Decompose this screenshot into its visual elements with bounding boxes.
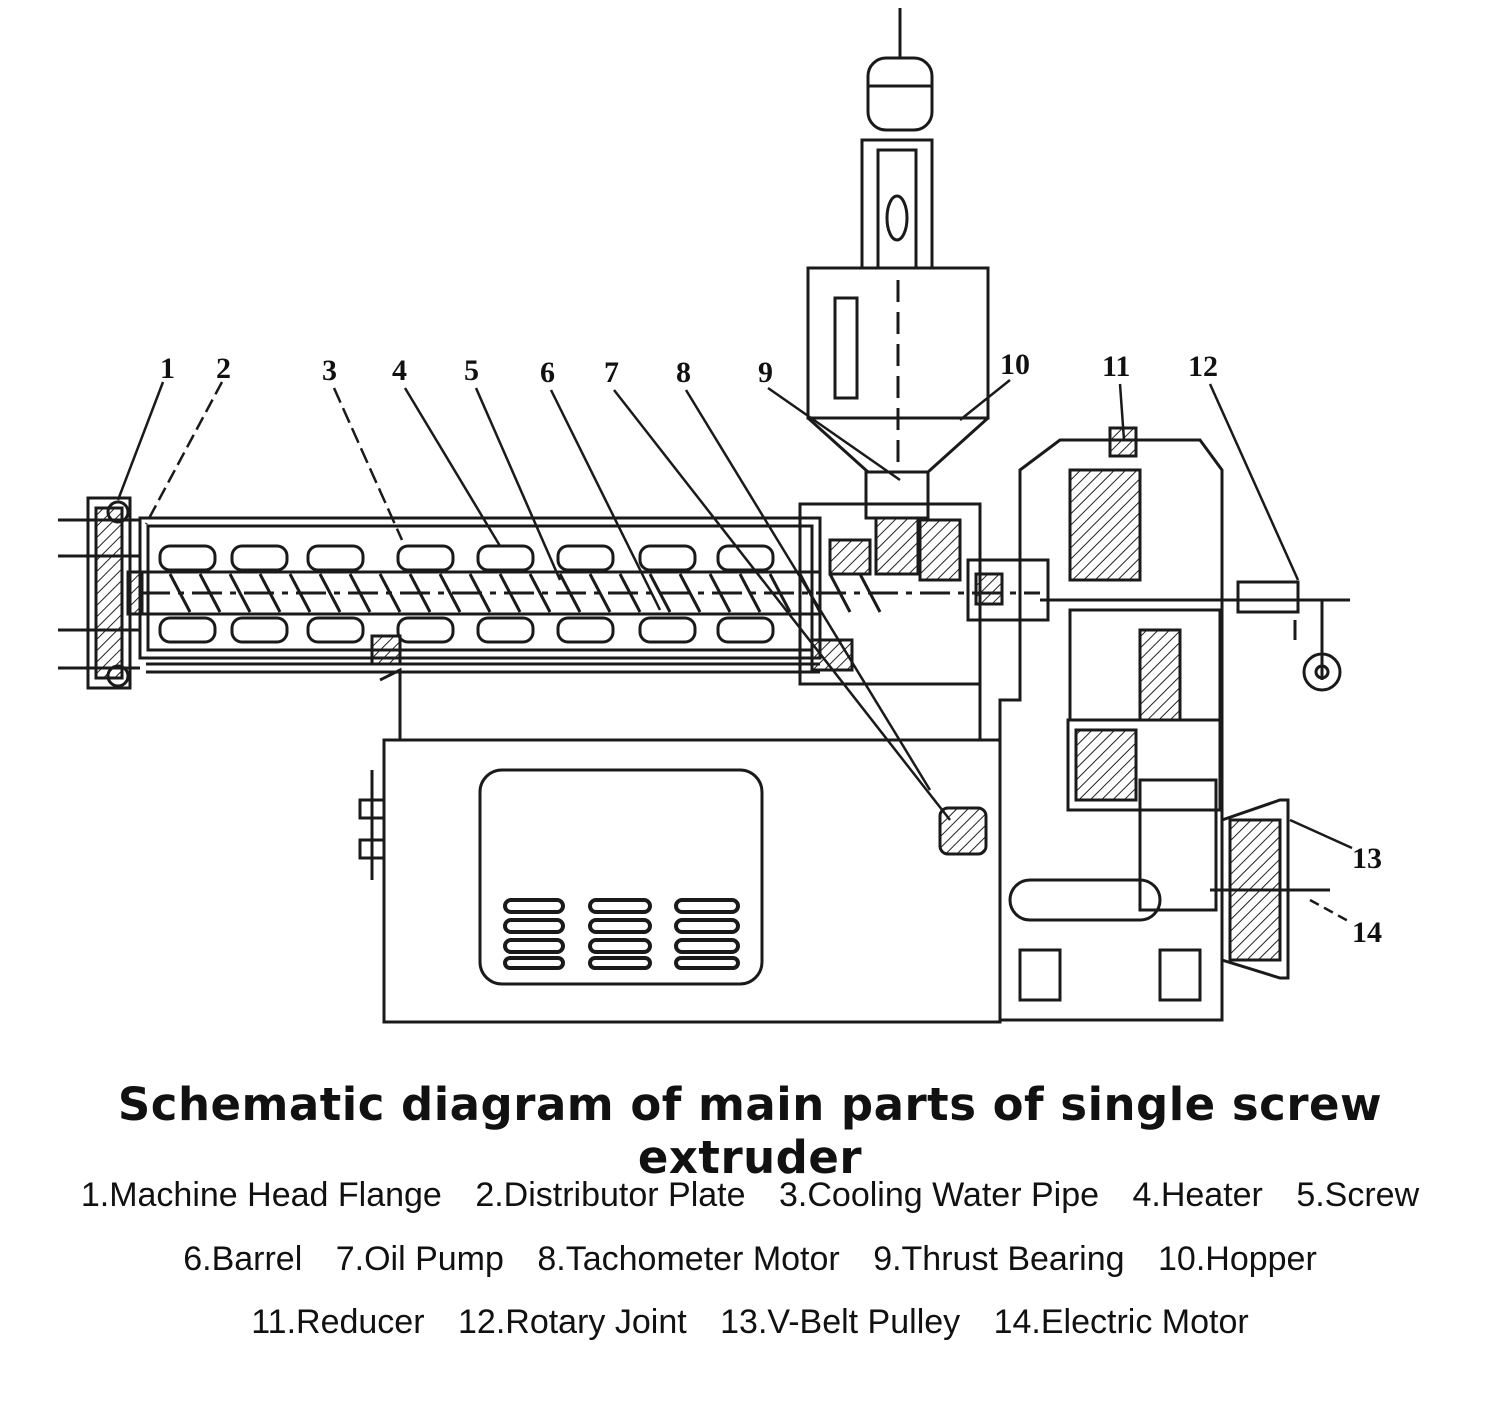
thrust-bearing [798,502,1050,686]
callout-14: 14 [1352,916,1382,949]
legend-item-barrel: 6.Barrel [183,1240,303,1278]
v-belt-pulley [1210,798,1330,980]
legend-item-distributor-plate: 2.Distributor Plate [475,1176,746,1214]
legend-item-rotary-joint: 12.Rotary Joint [458,1303,687,1341]
barrel [138,516,822,660]
hopper [806,8,990,576]
legend-item-tachometer-motor: 8.Tachometer Motor [537,1240,840,1278]
leader-lines [116,379,1353,924]
callout-9: 9 [758,356,773,389]
legend-item-screw: 5.Screw [1296,1176,1420,1214]
callout-numbers: 1 2 3 4 5 6 7 8 9 10 11 12 13 14 [160,348,1382,949]
callout-10: 10 [1000,348,1030,381]
legend-line-2: 6.Barrel 7.Oil Pump 8.Tachometer Motor 9… [0,1240,1500,1279]
machine-base [358,667,1002,1024]
callout-3: 3 [322,354,337,387]
legend-item-electric-motor: 14.Electric Motor [993,1303,1249,1341]
legend-item-thrust-bearing: 9.Thrust Bearing [873,1240,1125,1278]
cooling-water-pipe [146,634,820,674]
machine-head-flange [58,496,140,690]
legend-item-heater: 4.Heater [1132,1176,1263,1214]
callout-11: 11 [1102,350,1130,383]
legend-item-v-belt-pulley: 13.V-Belt Pulley [720,1303,961,1341]
legend-item-reducer: 11.Reducer [251,1303,425,1341]
legend-item-oil-pump: 7.Oil Pump [335,1240,504,1278]
heater-bands [158,544,775,644]
tachometer-motor [810,638,854,672]
callout-8: 8 [676,356,691,389]
callout-7: 7 [604,356,619,389]
screw [140,573,1040,613]
callout-1: 1 [160,352,175,385]
extruder-schematic: 1 2 3 4 5 6 7 8 9 10 11 12 13 14 [58,8,1382,1024]
callout-2: 2 [216,352,231,385]
callout-13: 13 [1352,842,1382,875]
oil-pump [938,806,988,856]
callout-12: 12 [1188,350,1218,383]
callout-6: 6 [540,356,555,389]
legend-item-cooling-water-pipe: 3.Cooling Water Pipe [779,1176,1100,1214]
diagram-title: Schematic diagram of main parts of singl… [117,1078,1383,1184]
rotary-joint [1236,580,1350,692]
legend-item-hopper: 10.Hopper [1158,1240,1317,1278]
callout-4: 4 [392,354,407,387]
reducer [998,426,1340,1022]
legend-item-machine-head-flange: 1.Machine Head Flange [80,1176,442,1214]
legend-line-1: 1.Machine Head Flange 2.Distributor Plat… [0,1176,1500,1215]
callout-5: 5 [464,354,479,387]
legend-line-3: 11.Reducer 12.Rotary Joint 13.V-Belt Pul… [0,1303,1500,1342]
